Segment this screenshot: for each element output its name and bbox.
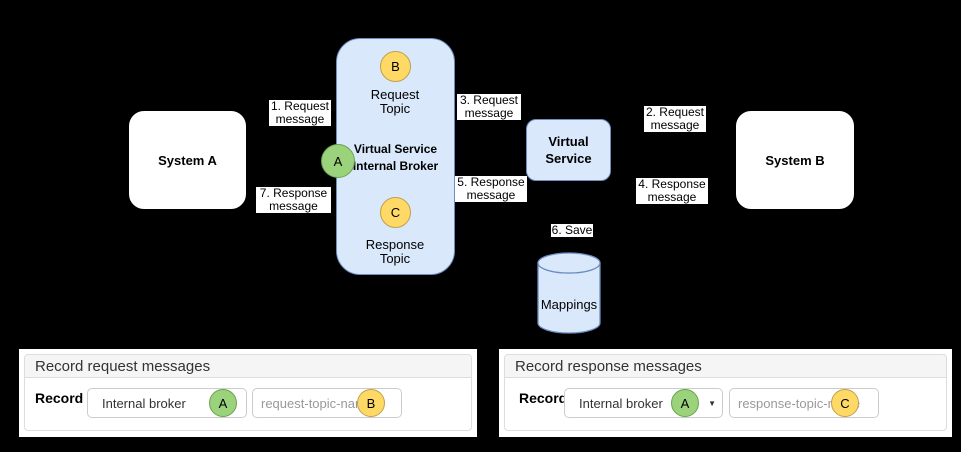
record-response-panel: Record response messages Record Internal… [504,354,947,431]
record-response-panel-header: Record response messages [505,355,946,378]
badge-a-diagram: A [321,144,355,178]
flow-label-step4: 4. Response message [636,178,708,204]
flow-label-step1: 1. Request message [269,99,331,126]
mappings-label: Mappings [540,297,598,312]
system-b-label: System B [765,152,825,168]
record-response-panel-title: Record response messages [515,358,702,375]
mappings-cylinder [537,252,601,334]
record-request-panel-title: Record request messages [35,358,211,375]
badge-b-request-input: B [357,389,385,417]
record-request-panel-body: Record Internal broker A B [25,378,471,431]
flow-label-step6: 6. Save [551,223,593,237]
badge-a-response-select: A [671,389,699,417]
record-request-card: Record request messages Record Internal … [19,349,477,437]
record-response-card: Record response messages Record Internal… [499,349,952,437]
response-topic-label: Response Topic [365,237,425,266]
record-request-panel-header: Record request messages [25,355,471,378]
response-broker-select[interactable]: Internal broker ▼ [564,388,723,418]
internal-broker-title: Virtual Service Internal Broker [352,142,439,173]
flow-label-step2: 2. Request message [644,105,706,132]
record-response-label: Record [519,390,568,406]
record-request-panel: Record request messages Record Internal … [24,354,472,431]
badge-a-request-select: A [209,389,237,417]
flow-label-step3: 3. Request message [457,94,521,120]
response-broker-select-value: Internal broker [579,395,663,411]
request-topic-label: Request Topic [370,87,420,116]
badge-c-diagram: C [380,197,411,228]
flow-label-step7: 7. Response message [256,187,331,213]
system-a-label: System A [158,152,217,168]
request-broker-select-value: Internal broker [102,395,186,411]
system-a-node: System A [128,110,247,210]
record-request-label: Record [35,390,84,406]
system-b-node: System B [735,110,855,210]
caret-down-icon: ▼ [708,399,716,408]
badge-b-diagram: B [380,51,411,82]
record-response-panel-body: Record Internal broker ▼ A C [505,378,946,431]
flow-label-step5: 5. Response message [455,176,527,202]
virtual-service-node: Virtual Service [526,119,611,181]
badge-c-response-input: C [831,389,859,417]
